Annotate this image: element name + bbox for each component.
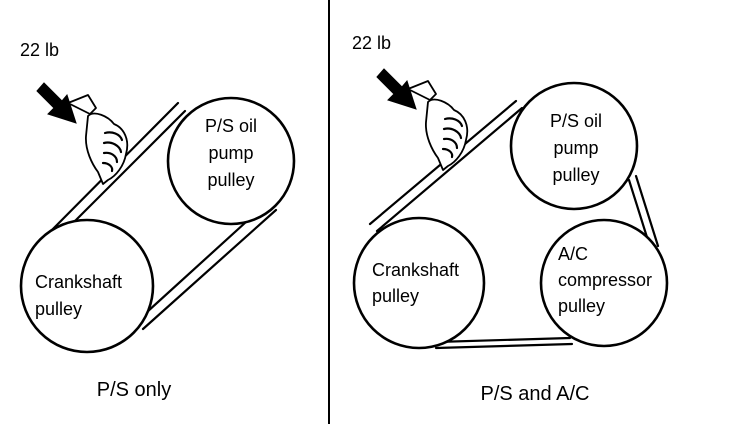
ps-pulley-label-line3: pulley	[207, 170, 254, 190]
force-label: 22 lb	[352, 33, 391, 53]
crank-pulley-label-line1: Crankshaft	[372, 260, 459, 280]
hand-icon	[67, 94, 129, 185]
ac-pulley-label-line1: A/C	[558, 244, 588, 264]
ps-oil-pump-pulley	[509, 81, 639, 211]
ac-compressor-pulley	[539, 218, 669, 348]
ps-pulley-label-line1: P/S oil	[205, 116, 257, 136]
ac-pulley-label-line2: compressor	[558, 270, 652, 290]
crank-pulley-label-line1: Crankshaft	[35, 272, 122, 292]
panel-ps-only: P/S oil pump pulley Crankshaft pulley 22…	[19, 40, 296, 401]
ps-pulley-label-line1: P/S oil	[550, 111, 602, 131]
caption-ps-and-ac: P/S and A/C	[481, 383, 590, 405]
crankshaft-pulley	[352, 216, 486, 350]
crank-pulley-label-line2: pulley	[372, 286, 419, 306]
push-arrow-icon	[36, 82, 77, 124]
panel-ps-and-ac: P/S oil pump pulley Crankshaft pulley A/…	[352, 33, 669, 405]
push-arrow-icon	[376, 68, 417, 110]
ps-pulley-label-line3: pulley	[552, 165, 599, 185]
crankshaft-pulley	[19, 218, 155, 354]
ps-pulley-label-line2: pump	[208, 143, 253, 163]
ps-pulley-label-line2: pump	[553, 138, 598, 158]
force-label: 22 lb	[20, 40, 59, 60]
ps-oil-pump-pulley	[166, 96, 296, 226]
ac-pulley-label-line3: pulley	[558, 296, 605, 316]
caption-ps-only: P/S only	[97, 379, 171, 401]
hand-icon	[407, 80, 469, 171]
crank-pulley-label-line2: pulley	[35, 299, 82, 319]
